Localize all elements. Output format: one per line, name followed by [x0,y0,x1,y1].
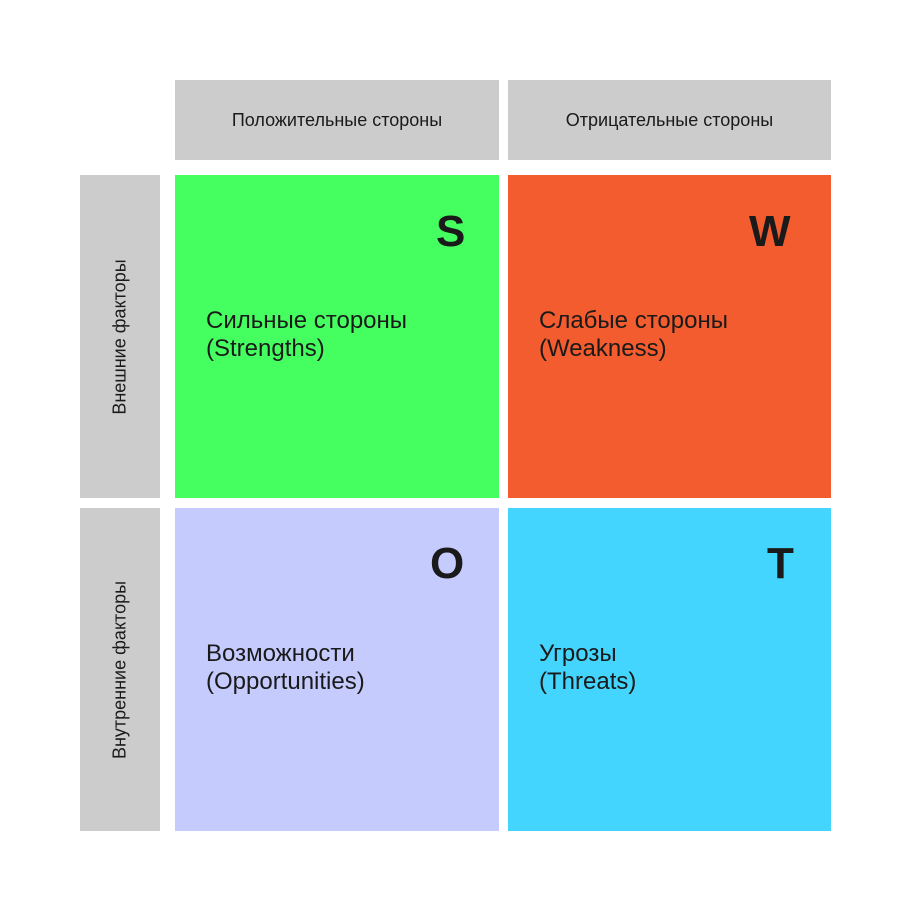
row-header-external: Внешние факторы [80,175,160,498]
quadrant-threats-subtitle: (Threats) [539,668,637,695]
quadrant-strengths-letter: S [436,207,466,256]
quadrant-opportunities-letter: O [430,539,465,588]
quadrant-strengths: S Сильные стороны (Strengths) [175,175,499,498]
quadrant-opportunities-subtitle: (Opportunities) [206,668,365,695]
quadrant-weakness-subtitle: (Weakness) [539,335,667,362]
row-header-internal: Внутренние факторы [80,508,160,831]
quadrant-opportunities-text: Возможности (Opportunities) [206,640,365,696]
quadrant-weakness-title: Слабые стороны [539,307,728,334]
row-header-external-label: Внешние факторы [109,258,130,415]
column-header-positive: Положительные стороны [175,80,499,160]
quadrant-opportunities-title: Возможности [206,640,355,667]
quadrant-weakness-text: Слабые стороны (Weakness) [539,307,728,363]
quadrant-weakness: W Слабые стороны (Weakness) [508,175,831,498]
quadrant-opportunities: O Возможности (Opportunities) [175,508,499,831]
quadrant-strengths-title: Сильные стороны [206,307,408,334]
quadrant-strengths-subtitle: (Strengths) [206,335,325,362]
quadrant-strengths-text: Сильные стороны (Strengths) [206,307,407,363]
column-header-negative: Отрицательные стороны [508,80,831,160]
quadrant-weakness-letter: W [749,207,791,256]
column-header-positive-label: Положительные стороны [231,109,443,130]
quadrant-threats-title: Угрозы [539,640,617,667]
row-header-internal-label: Внутренние факторы [109,580,130,759]
quadrant-threats: T Угрозы (Threats) [508,508,831,831]
quadrant-threats-letter: T [767,539,794,588]
column-header-negative-label: Отрицательные стороны [565,109,774,130]
quadrant-threats-text: Угрозы (Threats) [539,640,636,696]
